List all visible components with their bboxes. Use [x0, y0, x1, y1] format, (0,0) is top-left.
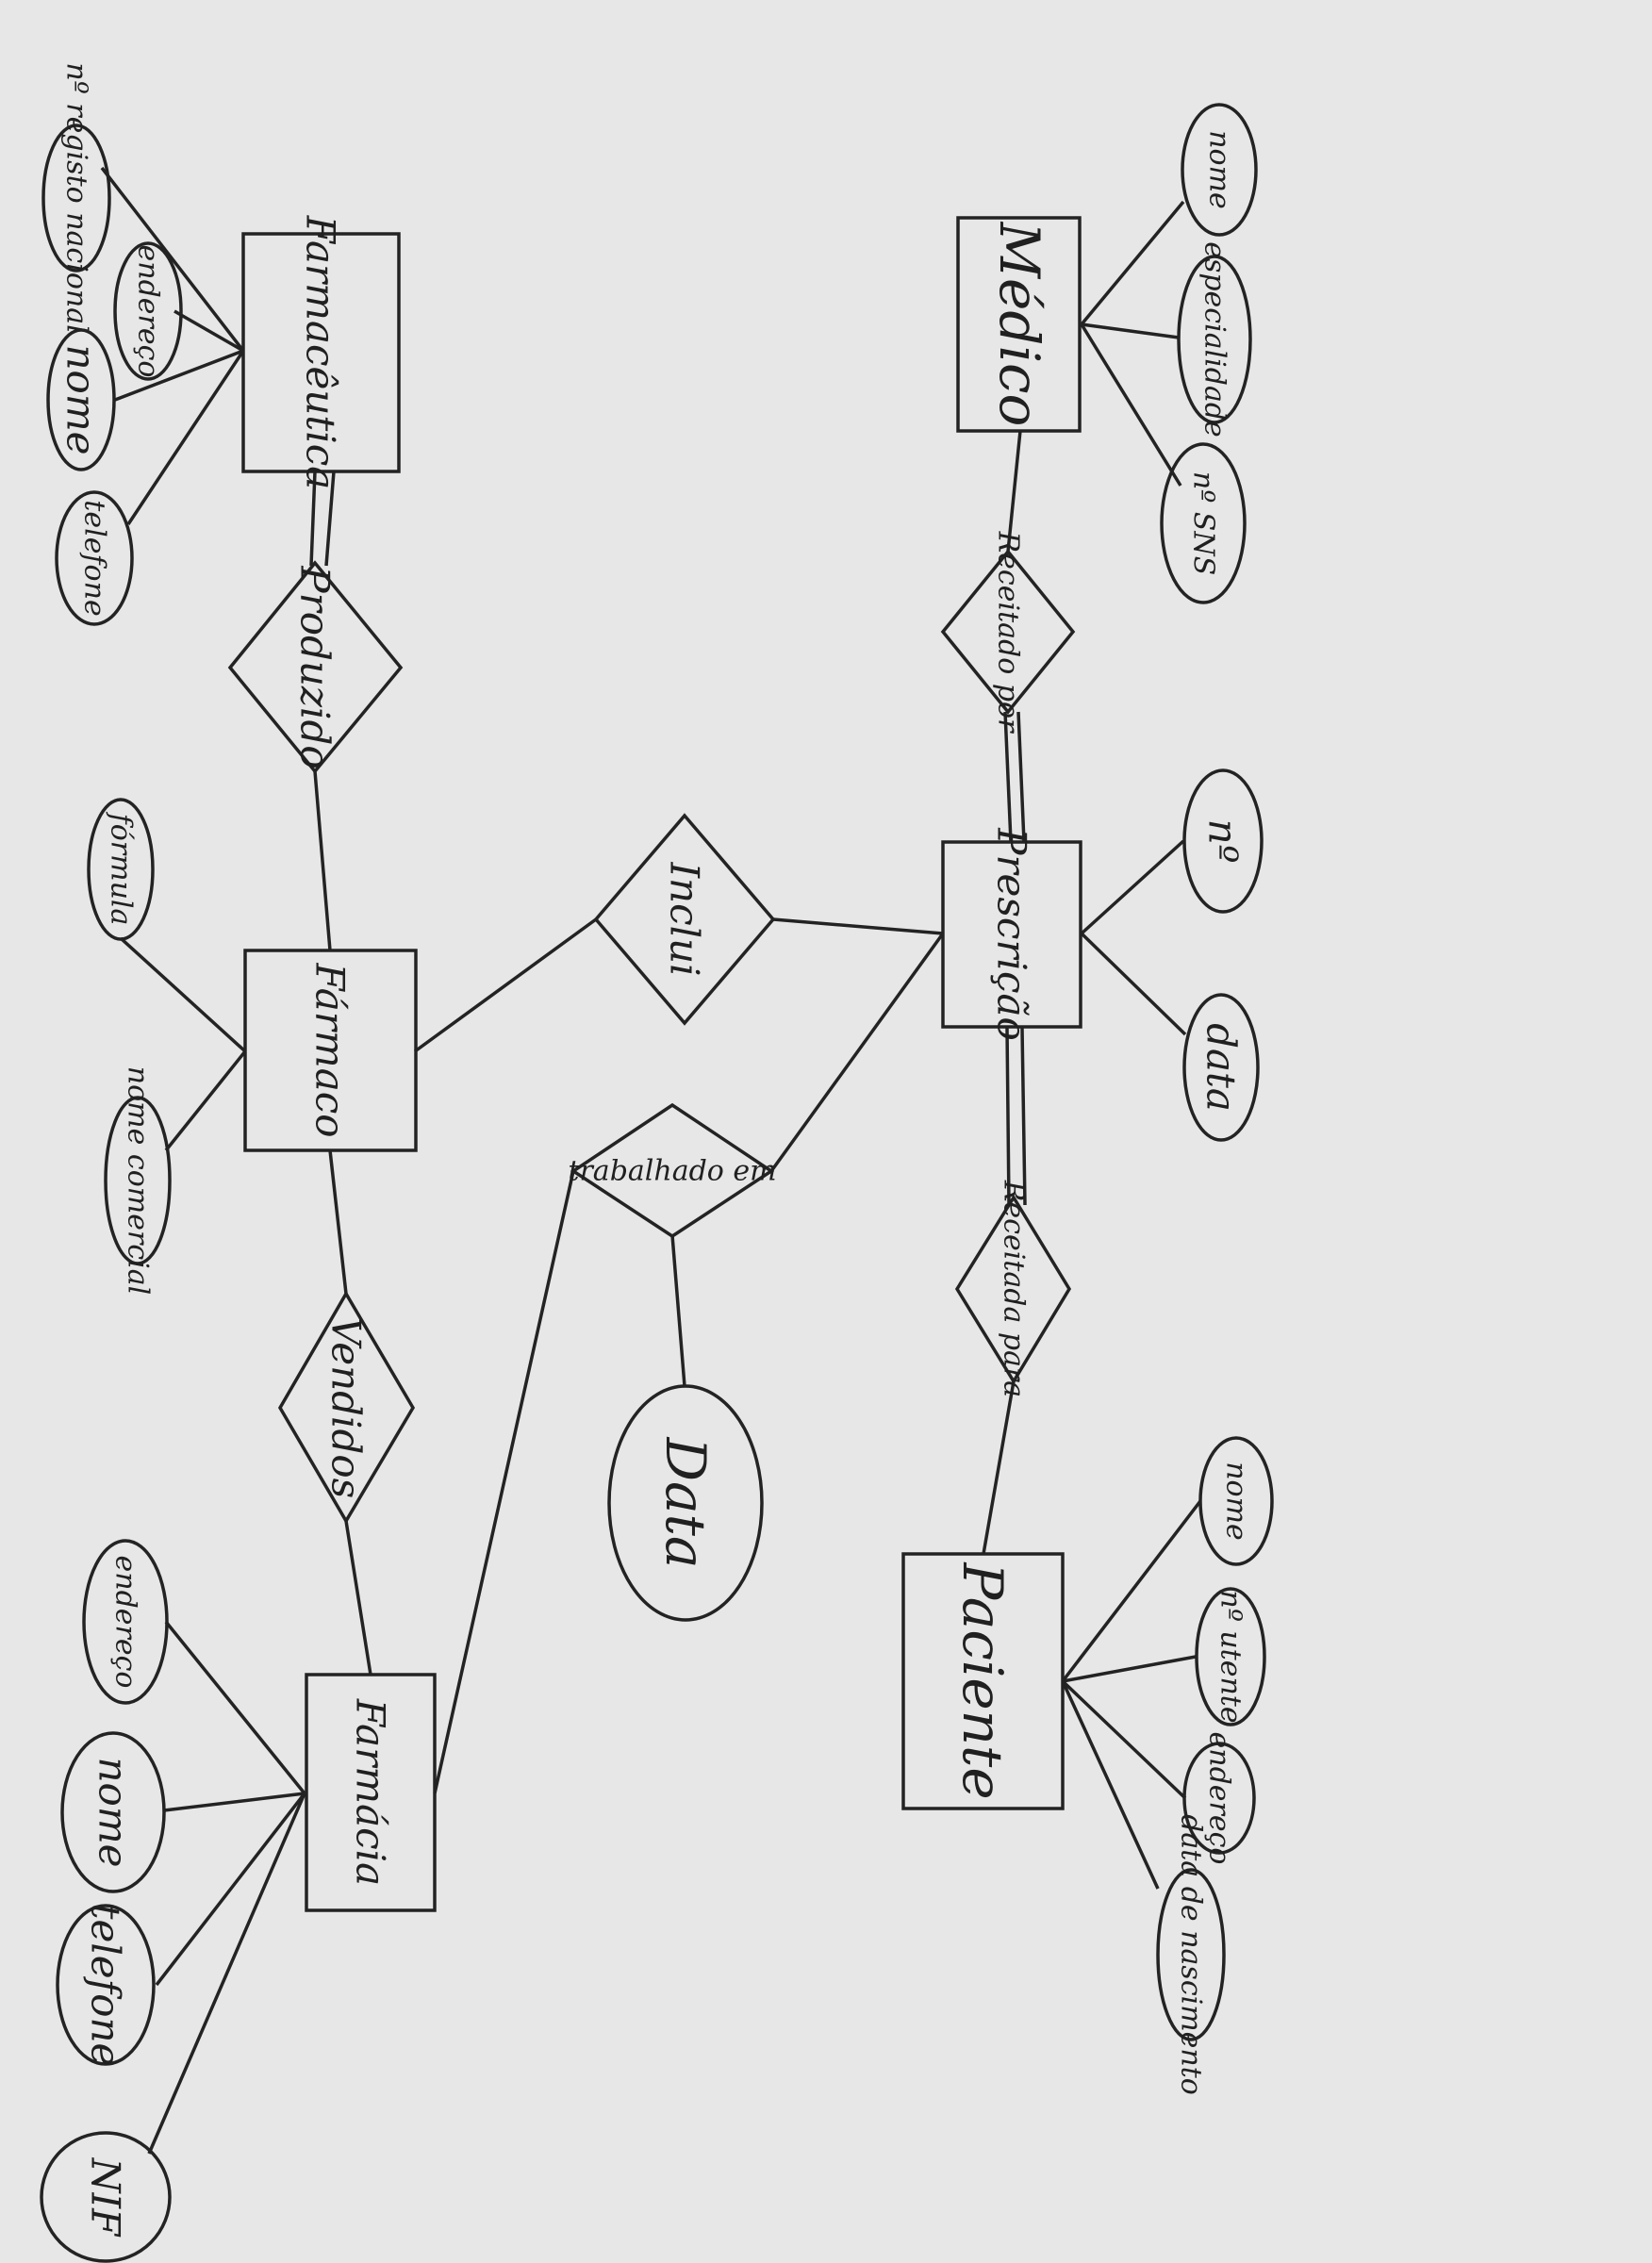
relationship-vendidos: Vendidos [277, 1290, 416, 1525]
attribute-farmacia-nome-label: nome [91, 1757, 137, 1867]
attribute-medico-nome-label: nome [1203, 130, 1236, 209]
attribute-farmacia-endereco: endereço [82, 1539, 169, 1705]
relationship-inclui-label: Inclui [662, 861, 708, 976]
relationship-trabalhado-em-label: trabalhado em [568, 1155, 776, 1188]
attribute-medico-sns: nº SNS [1160, 442, 1247, 604]
attribute-farmacia-nif-label: NIF [83, 2157, 129, 2238]
attribute-data: Data [607, 1384, 764, 1622]
attribute-farmacia-nome: nome [60, 1731, 166, 1893]
attribute-farmacia-endereco-label: endereço [109, 1556, 142, 1689]
attribute-farmaco-formula: fórmula [87, 798, 155, 941]
attribute-paciente-nascimento-label: data de nascimento [1175, 1814, 1208, 2095]
entity-farmaceutica-label: Farmacêutica [298, 215, 344, 490]
entity-medico: Médico [956, 216, 1082, 433]
attribute-paciente-nome-label: nome [1220, 1462, 1253, 1541]
attribute-farmacia-telefone: telefone [56, 1904, 156, 2067]
attribute-farmaceutica-telefone: telefone [55, 490, 134, 626]
attribute-paciente-endereco-label: endereço [1203, 1732, 1236, 1865]
attribute-prescricao-data-label: data [1198, 1023, 1245, 1112]
entity-paciente: Paciente [901, 1552, 1065, 1810]
attribute-farmaceutica-endereco: endereço [113, 241, 183, 381]
attribute-farmaco-nome-comercial: nome comercial [104, 1066, 172, 1295]
relationship-trabalhado-em: trabalhado em [568, 1102, 777, 1239]
attribute-farmaco-formula-label: fórmula [105, 812, 138, 926]
attribute-farmaceutica-endereco-label: endereço [132, 245, 165, 378]
attribute-data-label: Data [653, 1437, 718, 1569]
entity-farmaceutica: Farmacêutica [241, 215, 401, 490]
attribute-prescricao-numero: nº [1182, 768, 1264, 914]
attribute-prescricao-numero-label: nº [1200, 819, 1247, 864]
attribute-medico-sns-label: nº SNS [1187, 471, 1220, 575]
relationship-vendidos-label: Vendidos [323, 1317, 370, 1498]
attribute-paciente-utente: nº utente [1195, 1587, 1266, 1726]
attribute-farmaceutica-telefone-label: telefone [78, 500, 111, 616]
attribute-paciente-nome: nome [1198, 1436, 1274, 1566]
connector-lines [100, 166, 1202, 2155]
attribute-paciente-utente-label: nº utente [1214, 1590, 1247, 1723]
attribute-farmaceutica-nome: nome [46, 328, 116, 471]
attribute-farmacia-nif: NIF [40, 2131, 172, 2263]
entity-farmaco-label: Fármaco [307, 962, 354, 1137]
attribute-farmaceutica-registo: nº registo nacional [41, 62, 111, 334]
entity-prescricao: Prescrição [941, 827, 1082, 1041]
relationship-receitada-para: Receitada para [954, 1180, 1072, 1397]
relationship-receitado-por: Receitado por [940, 531, 1076, 735]
entity-farmaco: Fármaco [243, 949, 418, 1152]
attribute-farmaceutica-registo-label: nº registo nacional [60, 62, 93, 333]
attribute-medico-especialidade-label: especialidade [1198, 241, 1231, 438]
entity-farmacia-label: Farmácia [348, 1698, 394, 1886]
attribute-farmaceutica-nome-label: nome [58, 344, 105, 454]
entity-medico-label: Médico [987, 222, 1051, 427]
relationship-inclui: Inclui [593, 813, 776, 1026]
attribute-medico-nome: nome [1181, 103, 1258, 237]
attribute-prescricao-data: data [1182, 993, 1260, 1142]
relationship-receitado-por-label: Receitado por [992, 531, 1025, 735]
attribute-paciente-nascimento: data de nascimento [1156, 1814, 1226, 2095]
relationship-produzido: Produzido [227, 560, 404, 774]
entity-prescricao-label: Prescrição [989, 827, 1035, 1041]
attribute-medico-especialidade: especialidade [1177, 241, 1252, 438]
relationship-produzido-label: Produzido [292, 565, 339, 768]
attribute-farmacia-telefone-label: telefone [83, 1904, 129, 2067]
entity-paciente-label: Paciente [950, 1561, 1015, 1799]
attribute-farmaco-nome-comercial-label: nome comercial [122, 1066, 155, 1295]
entity-farmacia: Farmácia [305, 1673, 437, 1912]
attribute-paciente-endereco: endereço [1182, 1732, 1256, 1865]
relationship-receitada-para-label: Receitada para [998, 1180, 1031, 1397]
